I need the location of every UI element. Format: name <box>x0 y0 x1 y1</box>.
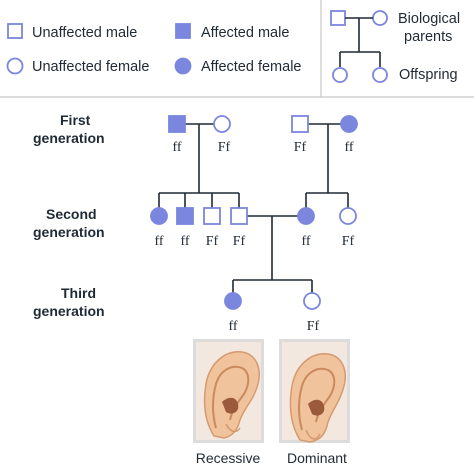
g2-child6-unaffected-female <box>339 207 357 225</box>
first-generation-line2: generation <box>33 130 105 146</box>
recessive-label: Recessive <box>196 450 261 466</box>
g1-right-father-genotype: Ff <box>294 140 307 155</box>
key-offspring-label: Offspring <box>399 67 458 83</box>
recessive-ear-image <box>193 339 264 443</box>
affected-male-icon <box>175 23 191 39</box>
g3-child1-genotype: ff <box>228 319 237 334</box>
legend-affected-female: Affected female <box>201 59 302 75</box>
pedigree-lines <box>158 123 349 293</box>
affected-female-icon <box>174 57 192 75</box>
key-offspring-left-icon <box>332 67 348 83</box>
third-generation-line1: Third <box>61 285 96 301</box>
g2-child5-affected-female <box>297 207 315 225</box>
g1-left-mother-genotype: Ff <box>218 140 231 155</box>
legend-affected-male: Affected male <box>201 25 289 41</box>
third-generation-line2: generation <box>33 303 105 319</box>
g2-child4-genotype: Ff <box>233 234 246 249</box>
legend-unaffected-male: Unaffected male <box>32 25 137 41</box>
key-mini-pedigree <box>330 10 388 83</box>
g2-child1-affected-female <box>150 207 168 225</box>
g1-right-father-unaffected-male <box>291 115 309 133</box>
g1-right-mother-affected-female <box>340 115 358 133</box>
g2-child2-affected-male <box>176 207 194 225</box>
g3-child2-genotype: Ff <box>307 319 320 334</box>
g1-left-father-genotype: ff <box>172 140 181 155</box>
key-female-icon <box>372 10 388 26</box>
legend-unaffected-female: Unaffected female <box>32 59 149 75</box>
legend: Unaffected male Affected male Unaffected… <box>0 0 474 98</box>
dominant-ear-image <box>279 339 350 443</box>
second-generation-line1: Second <box>46 206 97 222</box>
key-parents-line2: parents <box>404 29 452 45</box>
key-offspring-right-icon <box>372 67 388 83</box>
g1-left-mother-unaffected-female <box>213 115 231 133</box>
key-parents-line1: Biological <box>398 11 460 27</box>
g2-child3-unaffected-male <box>203 207 221 225</box>
g2-child5-genotype: ff <box>301 234 310 249</box>
g3-child2-unaffected-female <box>303 292 321 310</box>
key-male-icon <box>330 10 346 26</box>
g2-child3-genotype: Ff <box>206 234 219 249</box>
g1-right-mother-genotype: ff <box>344 140 353 155</box>
g1-left-father-affected-male <box>168 115 186 133</box>
second-generation-line2: generation <box>33 224 105 240</box>
g2-child4-unaffected-male <box>230 207 248 225</box>
g3-child1-affected-female <box>224 292 242 310</box>
first-generation-line1: First <box>60 112 91 128</box>
g2-child6-genotype: Ff <box>342 234 355 249</box>
g2-child2-genotype: ff <box>180 234 189 249</box>
g2-child1-genotype: ff <box>154 234 163 249</box>
unaffected-female-icon <box>6 57 24 75</box>
dominant-label: Dominant <box>287 450 347 466</box>
unaffected-male-icon <box>7 23 23 39</box>
